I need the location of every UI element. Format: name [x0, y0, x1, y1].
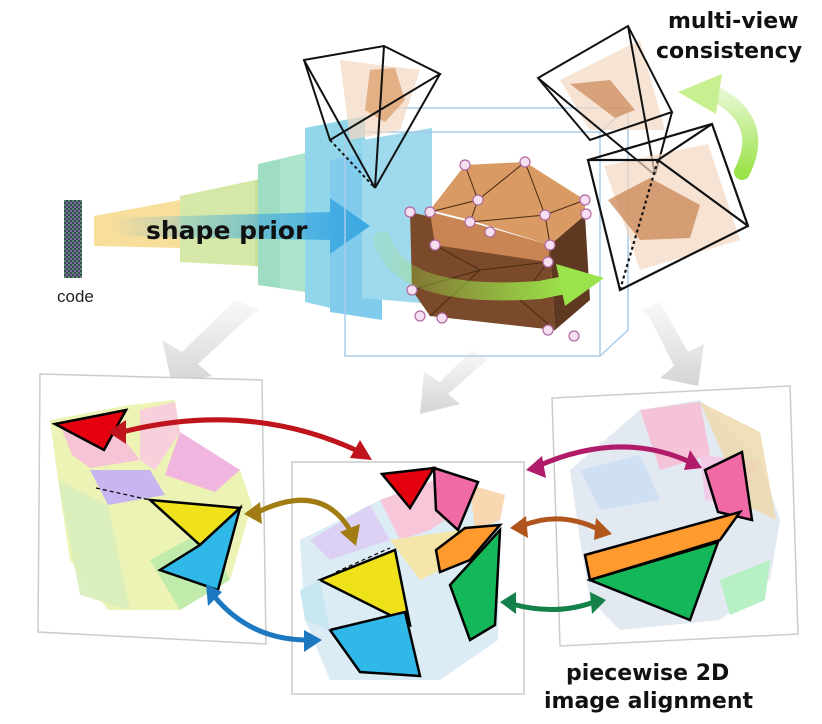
- correspondence-arrows: [108, 417, 702, 652]
- face-orange: [434, 523, 503, 574]
- gray-arrow-right: [640, 302, 704, 386]
- render-left: [37, 373, 267, 645]
- render-arrow: [373, 231, 604, 306]
- consistency-arrow: [678, 74, 759, 180]
- correspondence-brown: [510, 516, 612, 540]
- camera-frustum-top: [302, 44, 443, 189]
- code-label: code: [57, 287, 94, 306]
- sofa-mesh: [410, 161, 590, 331]
- face-red: [379, 466, 437, 511]
- face-green: [448, 526, 502, 642]
- camera-frustum-right: [586, 122, 750, 292]
- encoder-code: code: [57, 200, 94, 306]
- multi-view-label-line1: multi-view: [668, 9, 798, 34]
- alignment-label-line2: image alignment: [544, 689, 753, 714]
- correspondence-red: [108, 417, 372, 460]
- face-orange: [583, 509, 744, 582]
- shape-prior-arrow: shape prior: [110, 198, 370, 254]
- camera-frustum-right-top: [536, 24, 674, 176]
- render-right: [551, 385, 799, 647]
- multi-view-label-line2: consistency: [656, 39, 802, 64]
- face-pink: [703, 450, 754, 522]
- mesh-vertices: [404, 156, 592, 342]
- correspondence-blue: [206, 584, 322, 652]
- correspondence-olive: [244, 497, 360, 546]
- face-yellow: [316, 548, 412, 628]
- face-pink: [432, 466, 480, 533]
- alignment-label-line1: piecewise 2D: [566, 661, 729, 686]
- gray-arrow-center: [420, 350, 488, 414]
- encoder-code-icon: [64, 200, 82, 278]
- render-center: [291, 461, 525, 695]
- shape-prior-label: shape prior: [146, 216, 308, 245]
- gray-arrows: [162, 300, 704, 414]
- gray-arrow-left: [162, 300, 260, 384]
- correspondence-magenta: [526, 444, 702, 478]
- correspondence-green: [500, 592, 606, 614]
- face-blue: [327, 610, 422, 678]
- face-green: [586, 540, 721, 622]
